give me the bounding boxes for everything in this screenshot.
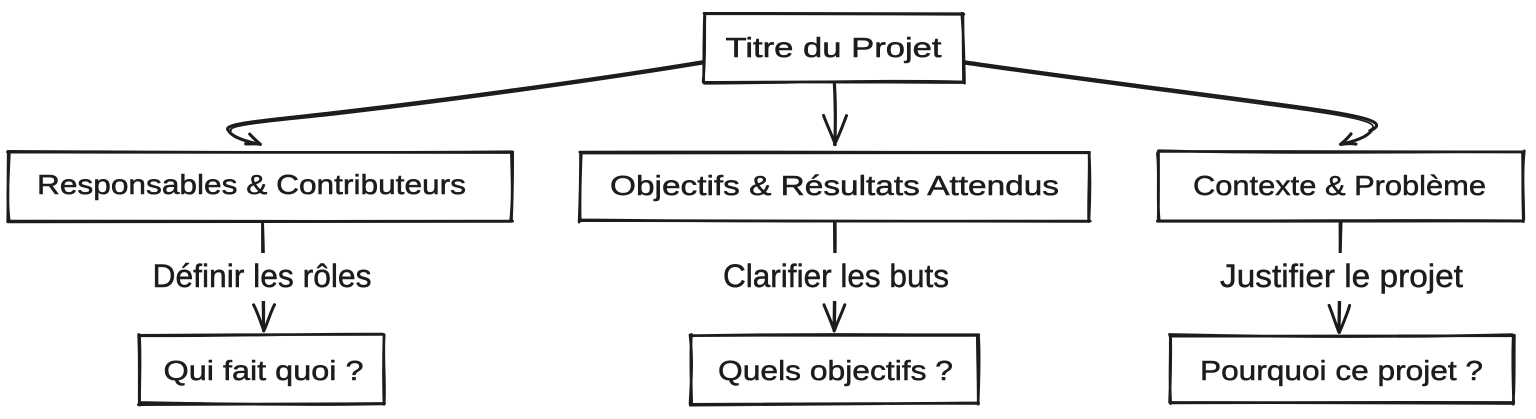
svg-text:Définir les rôles: Définir les rôles (153, 258, 372, 294)
svg-text:Pourquoi ce projet ?: Pourquoi ce projet ? (1200, 355, 1483, 386)
svg-text:Titre du Projet: Titre du Projet (726, 32, 942, 63)
svg-text:Qui fait quoi ?: Qui fait quoi ? (164, 355, 364, 386)
svg-text:Contexte & Problème: Contexte & Problème (1193, 170, 1486, 201)
svg-text:Objectifs & Résultats Attendus: Objectifs & Résultats Attendus (610, 170, 1059, 201)
svg-text:Justifier le projet: Justifier le projet (1220, 258, 1463, 294)
svg-text:Quels objectifs ?: Quels objectifs ? (718, 355, 953, 386)
svg-text:Responsables & Contributeurs: Responsables & Contributeurs (37, 169, 466, 200)
svg-text:Clarifier les buts: Clarifier les buts (723, 258, 949, 294)
